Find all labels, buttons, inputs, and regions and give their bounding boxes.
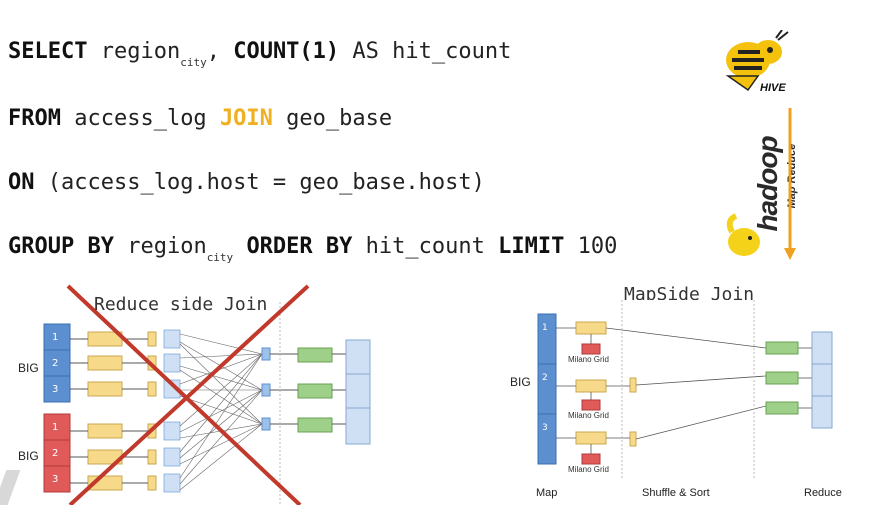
svg-text:3: 3 [52,384,58,395]
milano-grid-label-1: Milano Grid [568,355,609,364]
sql-line-4: GROUP BY regioncity ORDER BY hit_count L… [8,234,618,264]
red-data-block [43,413,71,493]
reduce-side-join-title: Reduce side Join [94,294,268,315]
reduce-output-block [811,331,833,429]
svg-text:2: 2 [52,448,58,459]
svg-text:2: 2 [542,373,548,383]
svg-text:3: 3 [542,423,548,433]
blue-data-block [537,313,557,465]
sql-line-2: FROM access_log JOIN geo_base [8,106,393,131]
svg-text:1: 1 [52,422,58,433]
svg-text:1: 1 [542,323,548,333]
keyword-join: JOIN [219,106,273,131]
big-label-1: BIG [18,361,39,375]
milano-grid-label-3: Milano Grid [568,465,609,474]
big-label: BIG [510,375,531,389]
hadoop-elephant-icon [726,213,760,256]
hive-label: HIVE [760,82,786,94]
mapside-join-diagram: BIG 1 2 3 Milano Grid Milano Grid Milano… [500,300,860,505]
cross-out-line-2 [68,284,310,505]
sql-line-1: SELECT regioncity, COUNT(1) AS hit_count [8,39,512,69]
milano-grid-label-2: Milano Grid [568,411,609,420]
down-arrow-icon [784,108,796,260]
sql-query: SELECT regioncity, COUNT(1) AS hit_count… [8,4,617,298]
phase-reduce: Reduce [804,487,842,499]
svg-text:2: 2 [52,358,58,369]
hadoop-wordmark: hadoop [752,136,783,232]
phase-map: Map [536,487,557,499]
sql-line-3: ON (access_log.host = geo_base.host) [8,170,485,195]
reduce-output-block [345,339,371,445]
reduce-side-join-diagram: BIG BIG 1 2 3 1 2 3 [18,284,371,505]
keyword-select: SELECT [8,39,88,64]
hive-bee-icon [725,30,789,92]
svg-text:3: 3 [52,474,58,485]
mapside-join-title: MapSide Join [624,284,755,305]
big-label-2: BIG [18,449,39,463]
blue-data-block [43,323,71,403]
phase-shuffle-sort: Shuffle & Sort [642,487,710,499]
cross-out-line-1 [66,284,302,505]
svg-text:1: 1 [52,332,58,343]
